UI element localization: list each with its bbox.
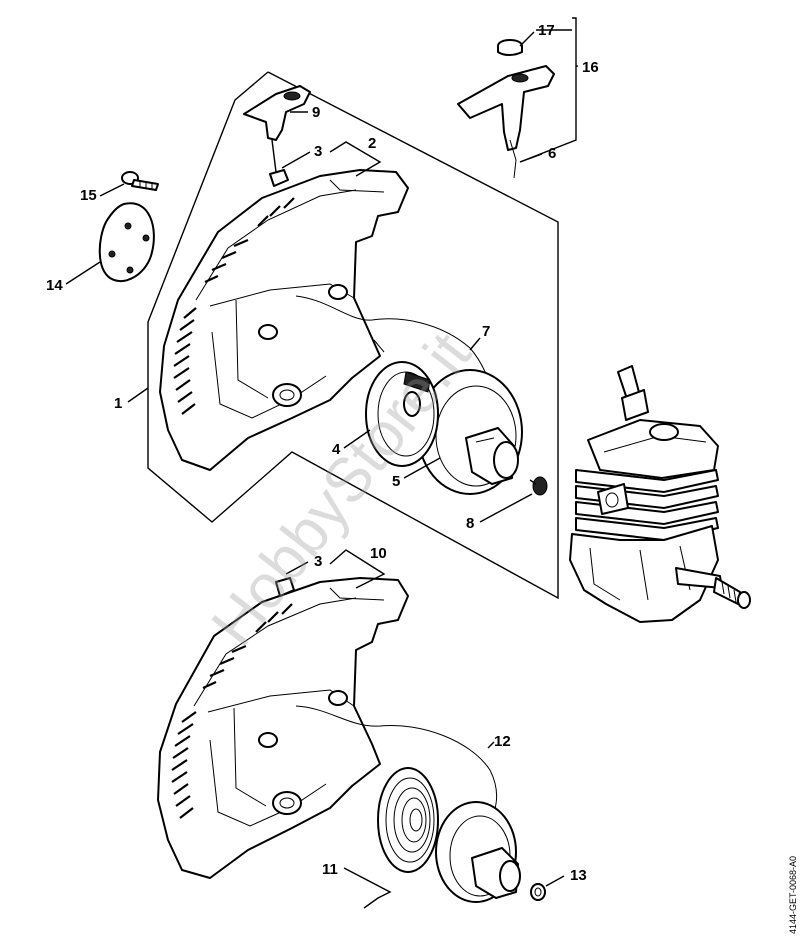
callout-9: 9 [312,104,320,121]
assembly-group-frame [147,71,559,600]
engine-illustration [569,365,751,623]
starter-rope-lower [295,705,498,813]
callout-12: 12 [494,733,511,750]
callout-4: 4 [332,441,341,458]
rewind-spring-part-11 [377,767,439,873]
callout-7: 7 [482,323,490,340]
callout-13: 13 [570,867,587,884]
callout-labels: 17 16 6 9 3 2 15 14 1 7 4 5 8 3 10 12 11… [46,22,599,884]
callout-15: 15 [80,187,97,204]
callout-14: 14 [46,277,63,294]
callout-10: 10 [370,545,387,562]
leader-lines [65,17,578,909]
starter-rope-upper [295,295,493,396]
washer-part-13 [530,883,546,901]
cover-plate-part-14 [98,202,155,283]
drawing-code: 4144-GET-0068-A0 [788,856,798,934]
callout-16: 16 [582,59,599,76]
callout-6: 6 [548,145,556,162]
callout-2: 2 [368,135,376,152]
rope-rotor-upper [417,369,523,495]
callout-11: 11 [322,861,338,878]
callout-5: 5 [392,473,400,490]
rope-guide-bush-lower [275,577,295,597]
callout-3-lower: 3 [314,553,322,570]
rope-guide-bush-upper [269,169,289,187]
spline-screw-part-15 [121,171,159,191]
rewind-spring-upper [365,361,439,467]
callout-1: 1 [114,395,122,412]
starter-grip-part-9 [243,85,311,173]
callout-8: 8 [466,515,474,532]
starter-grip-part-16 [457,65,555,179]
grip-cap-part-17 [497,39,523,56]
rope-rotor-lower [435,801,521,903]
screw-part-8 [529,476,548,496]
housing-vents-upper [173,197,295,415]
callout-3-upper: 3 [314,143,322,160]
fan-housing-upper [159,169,409,471]
housing-vents-lower [171,603,293,819]
fan-housing-lower [157,577,409,879]
callout-17: 17 [538,22,555,39]
